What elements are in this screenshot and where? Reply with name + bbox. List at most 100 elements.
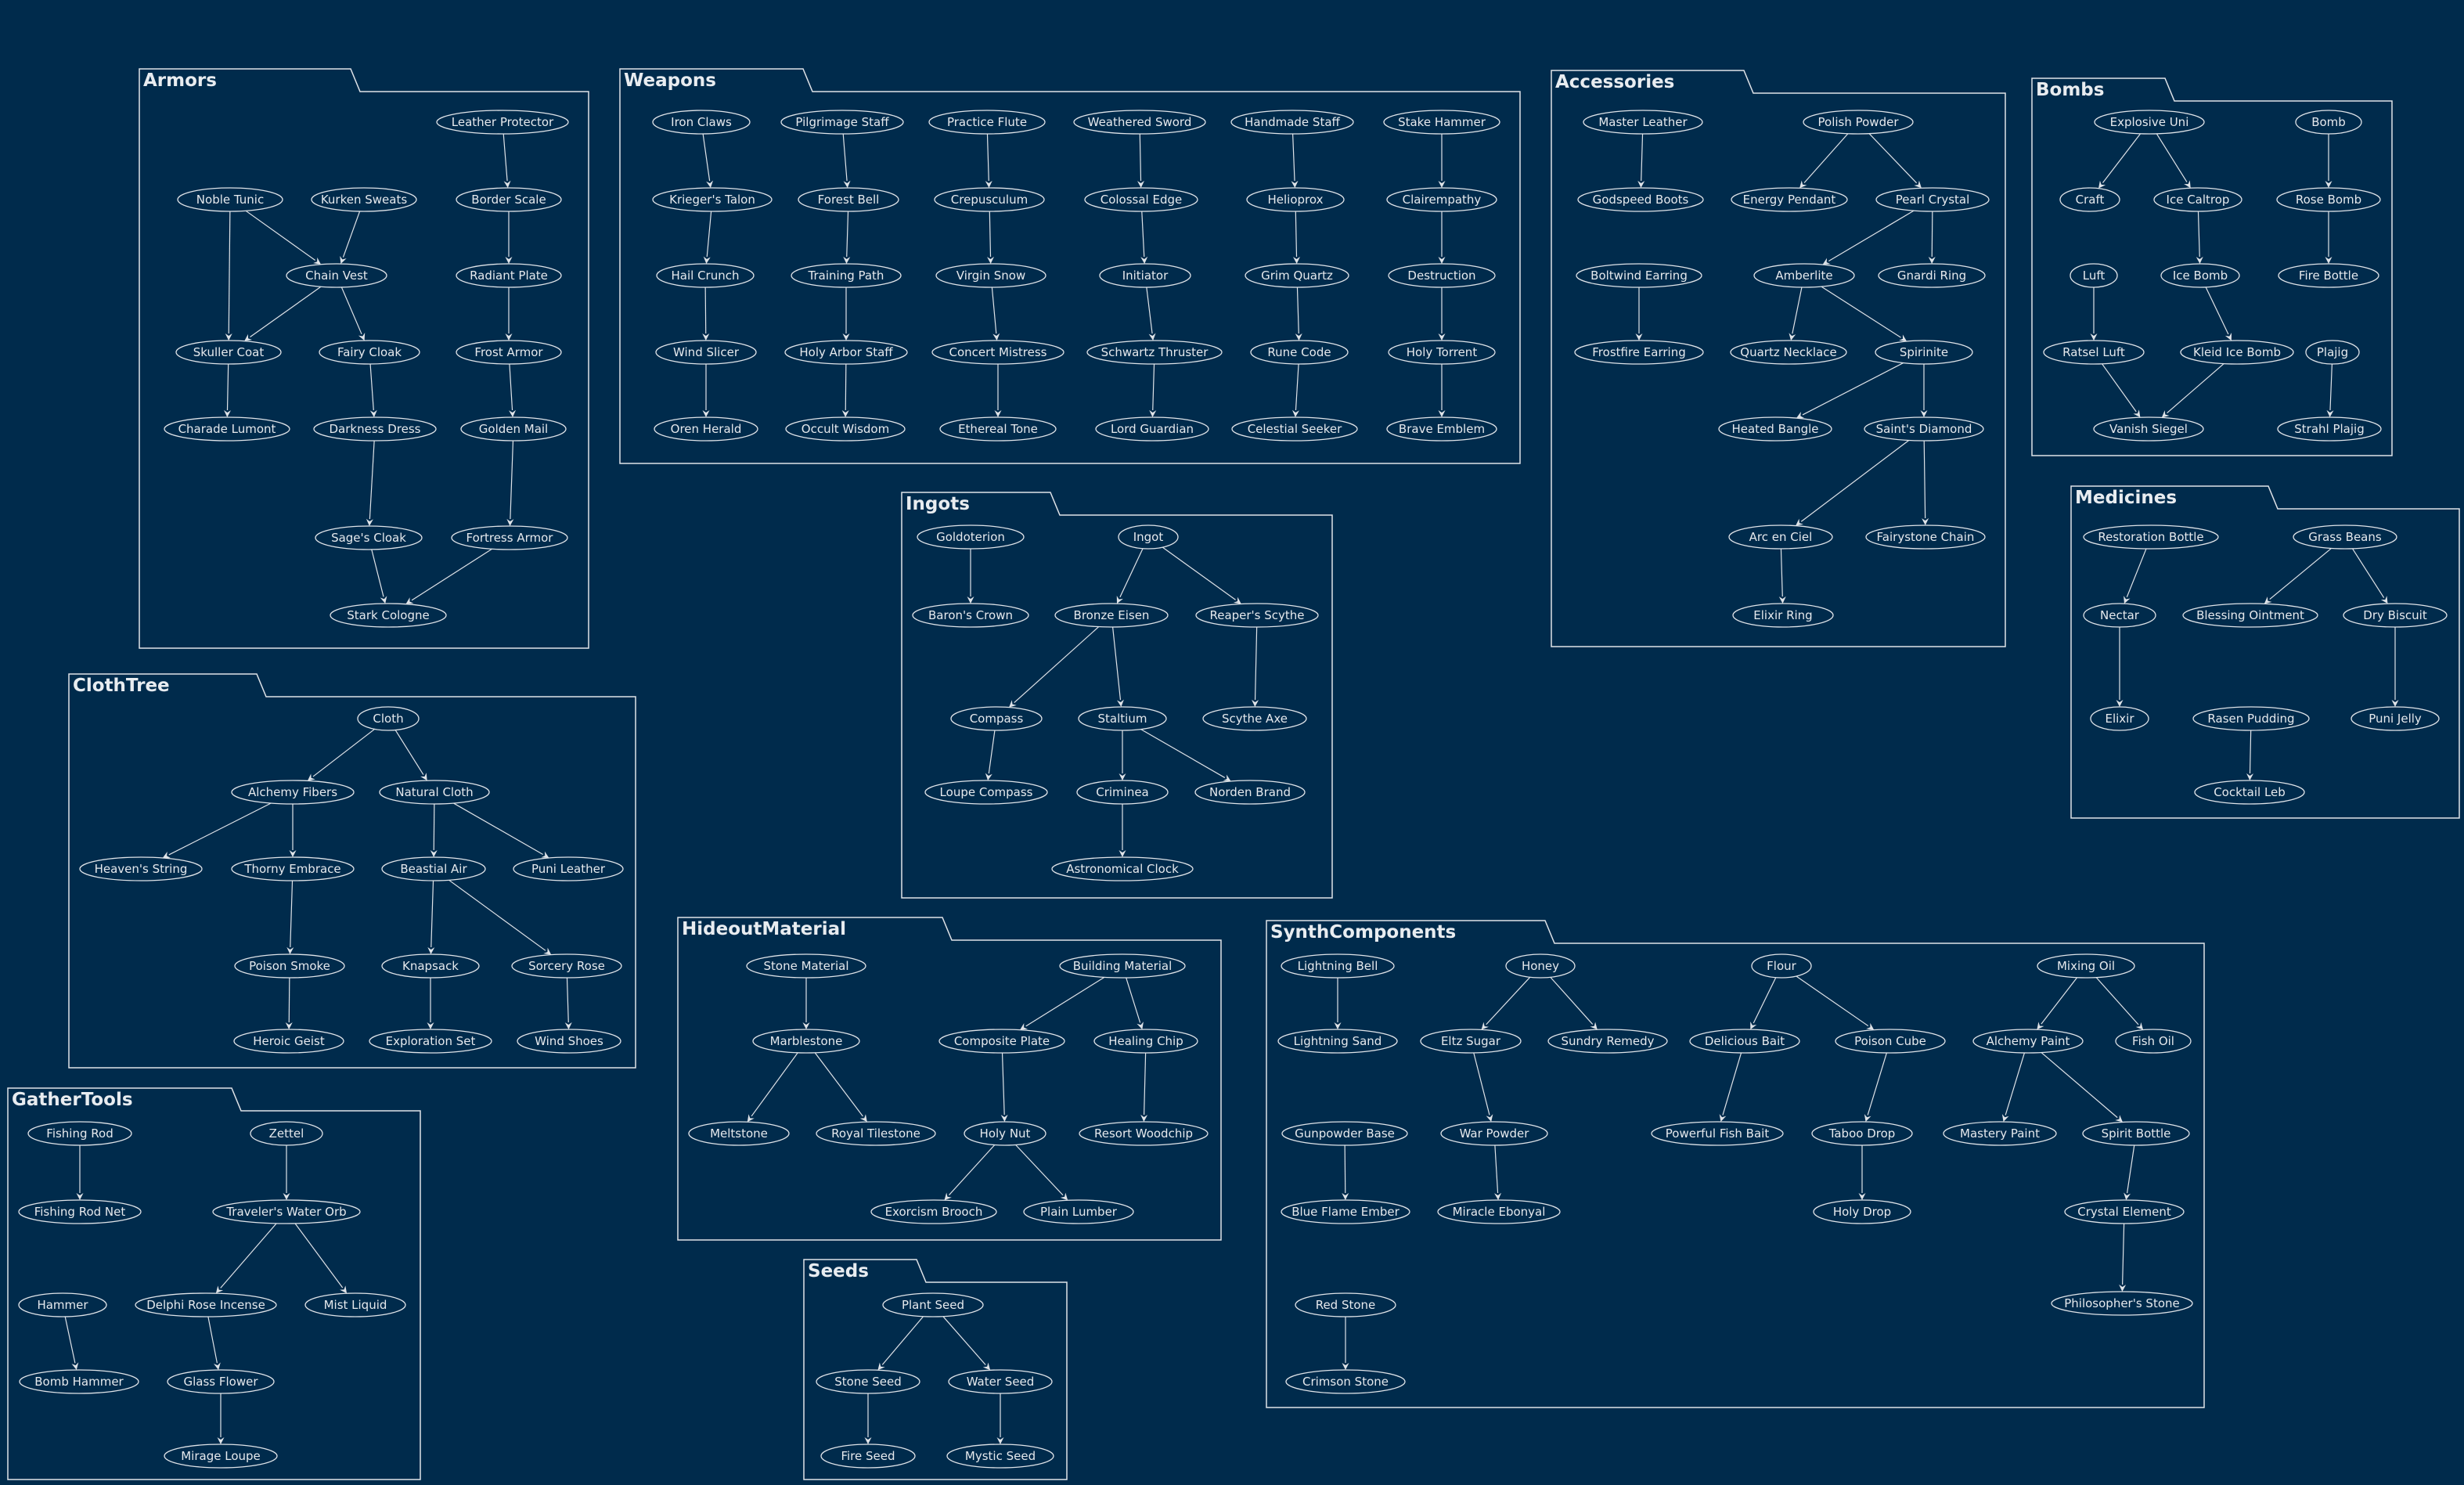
node-initiator[interactable]: Initiator — [1099, 263, 1191, 288]
node-fire-seed[interactable]: Fire Seed — [820, 1444, 916, 1469]
node-leather-protector[interactable]: Leather Protector — [436, 110, 569, 135]
node-mystic-seed[interactable]: Mystic Seed — [946, 1444, 1054, 1469]
node-schwartz-thruster[interactable]: Schwartz Thruster — [1086, 340, 1223, 365]
node-alchemy-paint[interactable]: Alchemy Paint — [1972, 1029, 2084, 1054]
node-crepusculum[interactable]: Crepusculum — [934, 187, 1045, 212]
node-border-scale[interactable]: Border Scale — [456, 187, 562, 212]
node-forest-bell[interactable]: Forest Bell — [798, 187, 899, 212]
node-hail-crunch[interactable]: Hail Crunch — [656, 263, 755, 288]
node-miracle-ebonyal[interactable]: Miracle Ebonyal — [1437, 1199, 1561, 1224]
node-beastial-air[interactable]: Beastial Air — [381, 856, 486, 881]
node-holy-torrent[interactable]: Holy Torrent — [1388, 340, 1496, 365]
node-blue-flame-ember[interactable]: Blue Flame Ember — [1281, 1199, 1410, 1224]
node-colossal-edge[interactable]: Colossal Edge — [1084, 187, 1198, 212]
node-stone-material[interactable]: Stone Material — [746, 953, 866, 979]
node-destruction[interactable]: Destruction — [1388, 263, 1496, 288]
node-fishing-rod[interactable]: Fishing Rod — [27, 1121, 132, 1146]
node-healing-chip[interactable]: Healing Chip — [1093, 1029, 1198, 1054]
node-goldoterion[interactable]: Goldoterion — [917, 524, 1025, 550]
node-radiant-plate[interactable]: Radiant Plate — [456, 263, 562, 288]
node-charade-lumont[interactable]: Charade Lumont — [164, 416, 290, 442]
node-powerful-fish-bait[interactable]: Powerful Fish Bait — [1651, 1121, 1784, 1146]
node-kriegers-talon[interactable]: Krieger's Talon — [652, 187, 773, 212]
node-golden-mail[interactable]: Golden Mail — [460, 416, 567, 442]
node-poison-smoke[interactable]: Poison Smoke — [234, 953, 345, 979]
node-meltstone[interactable]: Meltstone — [688, 1121, 790, 1146]
node-pilgrimage-staff[interactable]: Pilgrimage Staff — [780, 110, 904, 135]
node-skuller-coat[interactable]: Skuller Coat — [175, 340, 282, 365]
node-spirinite[interactable]: Spirinite — [1875, 340, 1973, 365]
node-water-seed[interactable]: Water Seed — [948, 1369, 1053, 1394]
node-hammer[interactable]: Hammer — [18, 1292, 107, 1317]
node-fire-bottle[interactable]: Fire Bottle — [2278, 263, 2379, 288]
node-fairystone-chain[interactable]: Fairystone Chain — [1865, 524, 1986, 550]
node-cocktail-leb[interactable]: Cocktail Leb — [2194, 780, 2305, 805]
node-glass-flower[interactable]: Glass Flower — [167, 1369, 275, 1394]
node-frost-armor[interactable]: Frost Armor — [456, 340, 562, 365]
node-spirit-bottle[interactable]: Spirit Bottle — [2082, 1121, 2190, 1146]
node-nectar[interactable]: Nectar — [2083, 603, 2156, 628]
node-practice-flute[interactable]: Practice Flute — [928, 110, 1046, 135]
node-eltz-sugar[interactable]: Eltz Sugar — [1420, 1029, 1522, 1054]
node-mirage-loupe[interactable]: Mirage Loupe — [164, 1444, 278, 1469]
node-energy-pendant[interactable]: Energy Pendant — [1731, 187, 1848, 212]
node-heavens-string[interactable]: Heaven's String — [79, 856, 203, 881]
node-quartz-necklace[interactable]: Quartz Necklace — [1730, 340, 1847, 365]
node-crimson-stone[interactable]: Crimson Stone — [1285, 1369, 1406, 1394]
node-celestial-seeker[interactable]: Celestial Seeker — [1231, 416, 1358, 442]
node-strahl-plajig[interactable]: Strahl Plajig — [2277, 416, 2382, 442]
node-bomb-hammer[interactable]: Bomb Hammer — [19, 1369, 139, 1394]
node-sorcery-rose[interactable]: Sorcery Rose — [511, 953, 622, 979]
node-chain-vest[interactable]: Chain Vest — [286, 263, 387, 288]
node-stake-hammer[interactable]: Stake Hammer — [1383, 110, 1500, 135]
node-puni-jelly[interactable]: Puni Jelly — [2351, 706, 2440, 731]
node-building-material[interactable]: Building Material — [1059, 953, 1186, 979]
node-occult-wisdom[interactable]: Occult Wisdom — [785, 416, 906, 442]
node-bronze-eisen[interactable]: Bronze Eisen — [1054, 603, 1169, 628]
node-gunpowder-base[interactable]: Gunpowder Base — [1281, 1121, 1408, 1146]
node-saints-diamond[interactable]: Saint's Diamond — [1864, 416, 1984, 442]
node-grass-beans[interactable]: Grass Beans — [2293, 524, 2397, 550]
node-helioprox[interactable]: Helioprox — [1246, 187, 1345, 212]
node-compass[interactable]: Compass — [950, 706, 1043, 731]
node-puni-leather[interactable]: Puni Leather — [513, 856, 624, 881]
node-darkness-dress[interactable]: Darkness Dress — [313, 416, 437, 442]
node-wind-slicer[interactable]: Wind Slicer — [655, 340, 757, 365]
node-resort-woodchip[interactable]: Resort Woodchip — [1079, 1121, 1209, 1146]
node-training-path[interactable]: Training Path — [791, 263, 902, 288]
node-holy-arbor-staff[interactable]: Holy Arbor Staff — [784, 340, 908, 365]
node-luft[interactable]: Luft — [2070, 263, 2118, 288]
node-wind-shoes[interactable]: Wind Shoes — [517, 1029, 621, 1054]
node-elixir[interactable]: Elixir — [2090, 706, 2149, 731]
node-plajig[interactable]: Plajig — [2305, 340, 2360, 365]
node-honey[interactable]: Honey — [1505, 953, 1576, 979]
node-stone-seed[interactable]: Stone Seed — [816, 1369, 920, 1394]
node-sages-cloak[interactable]: Sage's Cloak — [315, 525, 423, 550]
node-war-powder[interactable]: War Powder — [1440, 1121, 1548, 1146]
node-weathered-sword[interactable]: Weathered Sword — [1073, 110, 1206, 135]
node-grim-quartz[interactable]: Grim Quartz — [1245, 263, 1349, 288]
node-frostfire-earring[interactable]: Frostfire Earring — [1574, 340, 1704, 365]
node-arc-en-ciel[interactable]: Arc en Ciel — [1728, 524, 1833, 550]
node-craft[interactable]: Craft — [2059, 187, 2120, 212]
node-holy-nut[interactable]: Holy Nut — [964, 1121, 1046, 1146]
node-lightning-sand[interactable]: Lightning Sand — [1277, 1029, 1398, 1054]
node-cloth[interactable]: Cloth — [357, 706, 420, 731]
node-flour[interactable]: Flour — [1751, 953, 1812, 979]
node-elixir-ring[interactable]: Elixir Ring — [1732, 603, 1834, 628]
node-thorny-embrace[interactable]: Thorny Embrace — [231, 856, 355, 881]
node-ingot[interactable]: Ingot — [1118, 524, 1179, 550]
node-explosive-uni[interactable]: Explosive Uni — [2094, 110, 2205, 135]
node-composite-plate[interactable]: Composite Plate — [938, 1029, 1065, 1054]
node-knapsack[interactable]: Knapsack — [381, 953, 480, 979]
node-heated-bangle[interactable]: Heated Bangle — [1718, 416, 1832, 442]
node-criminea[interactable]: Criminea — [1076, 780, 1169, 805]
node-taboo-drop[interactable]: Taboo Drop — [1811, 1121, 1913, 1146]
node-virgin-snow[interactable]: Virgin Snow — [935, 263, 1046, 288]
node-handmade-staff[interactable]: Handmade Staff — [1230, 110, 1354, 135]
node-bomb[interactable]: Bomb — [2295, 110, 2362, 135]
node-blessing-ointment[interactable]: Blessing Ointment — [2182, 603, 2318, 628]
node-barons-crown[interactable]: Baron's Crown — [912, 603, 1029, 628]
node-fortress-armor[interactable]: Fortress Armor — [451, 525, 568, 550]
node-norden-brand[interactable]: Norden Brand — [1194, 780, 1306, 805]
